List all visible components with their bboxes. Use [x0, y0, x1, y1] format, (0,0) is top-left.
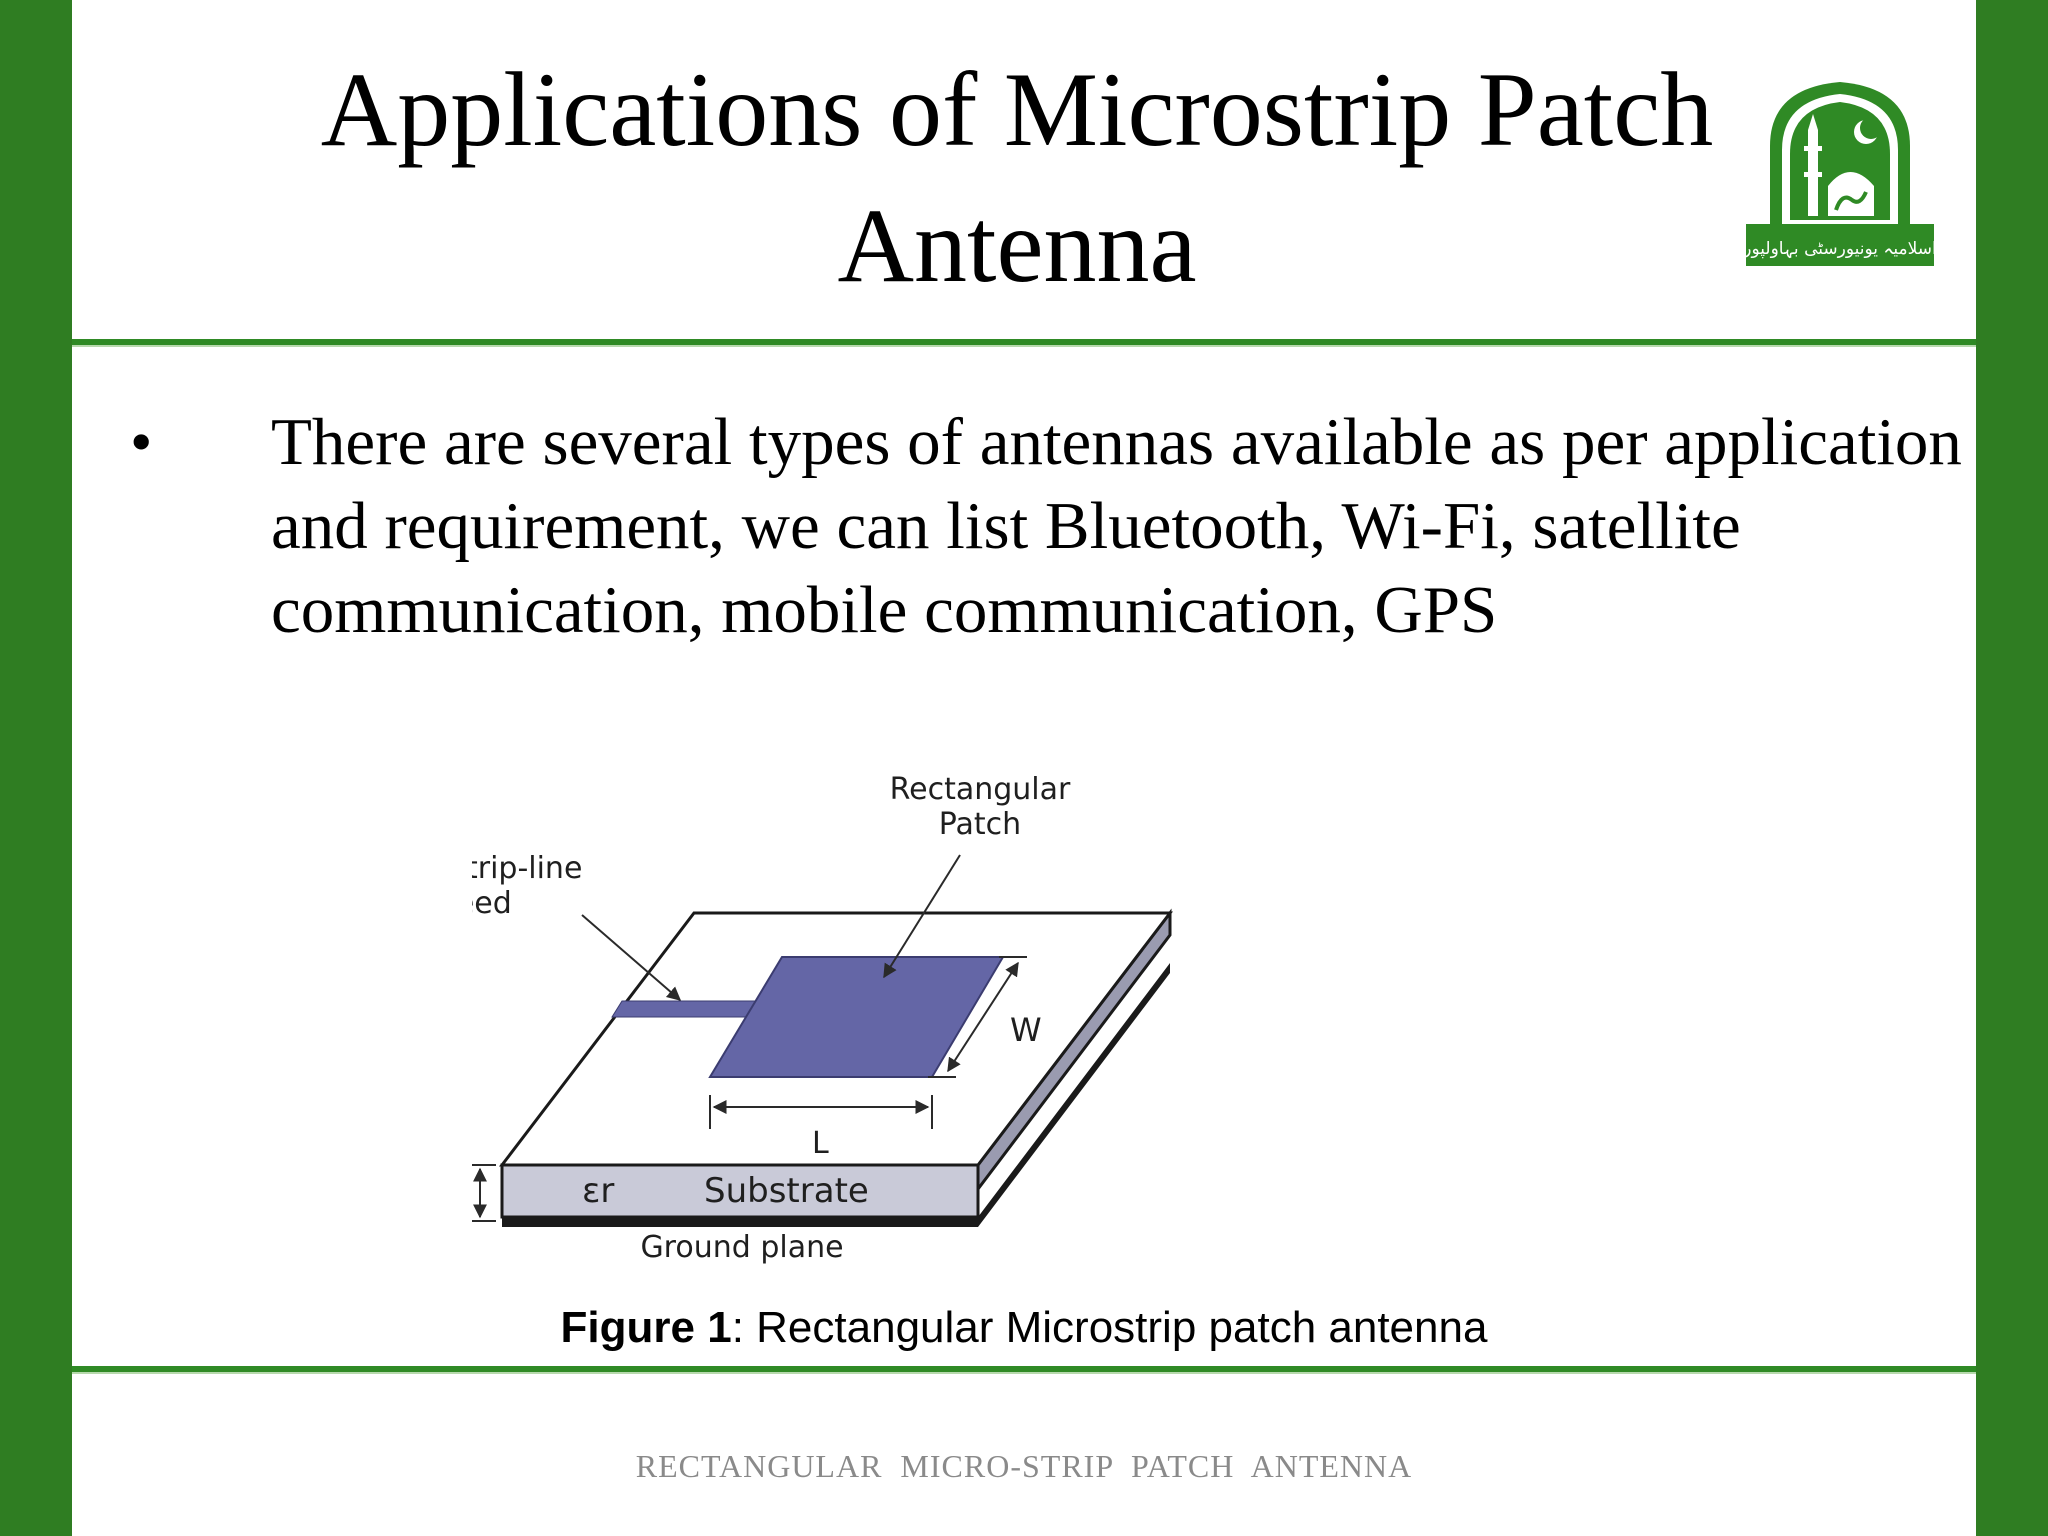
length-label: L	[812, 1126, 829, 1161]
slide-title: Applications of Microstrip Patch Antenna	[192, 42, 1842, 314]
caption-figure-number: Figure 1	[560, 1303, 732, 1352]
footer-text: RECTANGULAR MICRO-STRIP PATCH ANTENNA	[635, 1448, 1413, 1484]
substrate-label: Substrate	[704, 1171, 869, 1211]
left-frame-bar	[0, 0, 72, 1536]
width-label: W	[1010, 1011, 1042, 1049]
ground-plane-label: Ground plane	[640, 1230, 843, 1265]
bullet-text: There are several types of antennas avai…	[271, 400, 1971, 652]
caption-text: : Rectangular Microstrip patch antenna	[731, 1303, 1488, 1352]
title-line-2: Antenna	[837, 187, 1197, 304]
antenna-diagram: Rectangular Patch Microstrip-line Feed W…	[472, 772, 1174, 1265]
figure-caption: Figure 1: Rectangular Microstrip patch a…	[72, 1300, 1976, 1356]
feed-label-line-2: Feed	[472, 886, 512, 921]
university-emblem-icon: اسلامیہ یونیورسٹی بہاولپور	[1742, 82, 1937, 266]
bullet-line-1: There are several types of antennas avai…	[271, 405, 1962, 479]
title-line-1: Applications of Microstrip Patch	[320, 51, 1714, 168]
patch-label-line-2: Patch	[939, 807, 1021, 842]
footer-divider	[72, 1366, 1976, 1374]
feed-label-line-1: Microstrip-line	[472, 851, 582, 886]
slide: Applications of Microstrip Patch Antenna…	[72, 0, 1976, 1536]
svg-text:اسلامیہ یونیورسٹی بہاولپور: اسلامیہ یونیورسٹی بہاولپور	[1742, 239, 1936, 259]
permittivity-label: εr	[582, 1171, 614, 1211]
title-divider	[72, 339, 1976, 347]
right-frame-bar	[1976, 0, 2048, 1536]
bullet-line-3: communication, mobile communication, GPS	[271, 573, 1498, 647]
bullet-line-2: and requirement, we can list Bluetooth, …	[271, 489, 1741, 563]
patch-label-line-1: Rectangular	[890, 772, 1071, 807]
bullet-marker: •	[130, 406, 153, 477]
